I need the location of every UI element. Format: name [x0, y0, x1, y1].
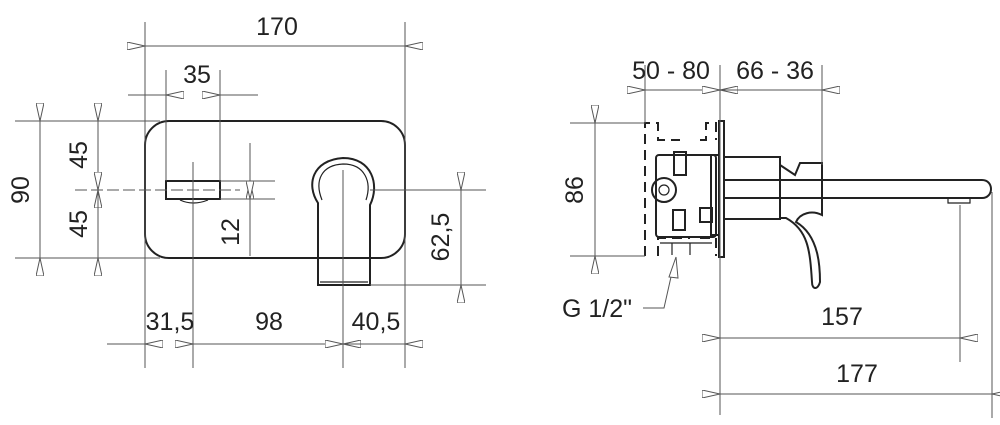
valve-connection-port [660, 242, 712, 255]
handle-lever [311, 156, 375, 286]
dim-spout-reach: 157 [821, 303, 863, 331]
valve-flange [710, 154, 720, 236]
dim-lever-drop: 62,5 [427, 213, 455, 262]
installation-box-outline [657, 237, 717, 256]
cover-plate [144, 120, 406, 259]
dim-total-reach: 177 [836, 360, 878, 388]
dim-lower-half: 45 [65, 210, 93, 238]
dim-projection: 66 - 36 [736, 57, 814, 85]
dim-overall-width: 170 [256, 13, 298, 41]
connection-leader-line [643, 267, 674, 309]
valve-fitting [673, 151, 687, 176]
dim-body-depth: 50 - 80 [632, 57, 710, 85]
dim-left-offset: 31,5 [146, 308, 195, 336]
valve-fitting [672, 209, 686, 231]
installation-box-outline [644, 122, 717, 256]
side-view: 50 - 80 66 - 36 86 G 1/2" 157 177 [561, 57, 992, 418]
dim-body-height: 86 [561, 176, 589, 204]
dim-upper-half: 45 [65, 141, 93, 169]
connection-label: G 1/2" [562, 295, 632, 323]
valve-inlet [651, 177, 677, 203]
outlet-aerator [179, 199, 209, 204]
escutcheon [723, 156, 781, 220]
spout-outlet-side [947, 198, 971, 204]
spout-arm [724, 179, 992, 199]
leader-arrowhead [668, 256, 679, 279]
dim-right-offset: 40,5 [352, 308, 401, 336]
dim-overall-height: 90 [7, 176, 35, 204]
dim-spout-height: 12 [217, 218, 245, 246]
front-view: 170 35 90 45 45 12 62,5 31,5 98 40,5 [7, 13, 486, 368]
valve-inlet-bore [658, 184, 670, 196]
handle-inner-contour [318, 163, 369, 201]
dim-spout-width: 35 [183, 61, 211, 89]
dim-center-distance: 98 [255, 308, 283, 336]
handle-side [779, 162, 823, 289]
